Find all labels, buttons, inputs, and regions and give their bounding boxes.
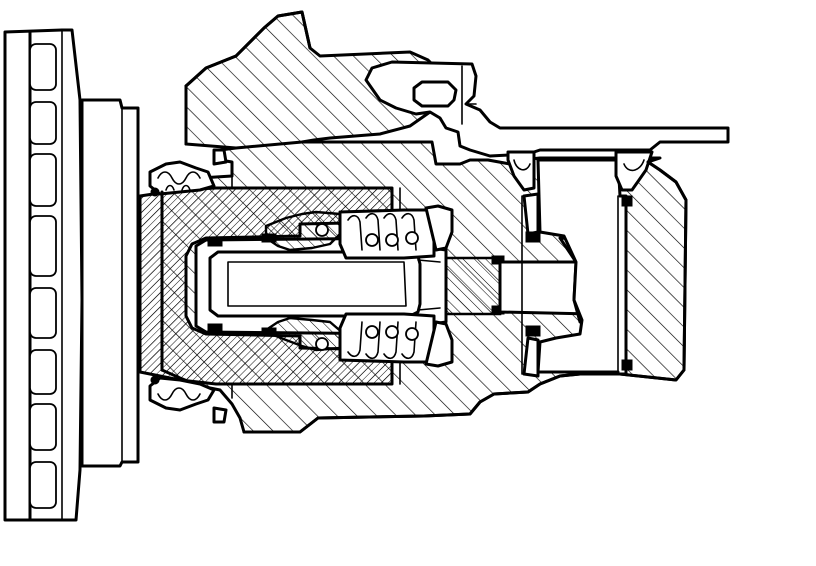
- brake-pad: [80, 98, 140, 468]
- caliper-piston: [138, 186, 394, 386]
- thrust-bearing: [424, 204, 454, 368]
- disc-vent-slots: [29, 43, 57, 509]
- shaft-seal: [506, 150, 654, 371]
- brake-disc: [3, 28, 84, 522]
- caliper-mounting-bracket: [364, 60, 730, 158]
- dust-boot-upper: [148, 148, 228, 197]
- adjuster-spindle: [194, 236, 448, 336]
- housing-inner-lines: [231, 175, 523, 399]
- coil-spring: [315, 208, 436, 364]
- dust-boot-lower: [148, 375, 228, 424]
- housing-outline: [160, 160, 688, 434]
